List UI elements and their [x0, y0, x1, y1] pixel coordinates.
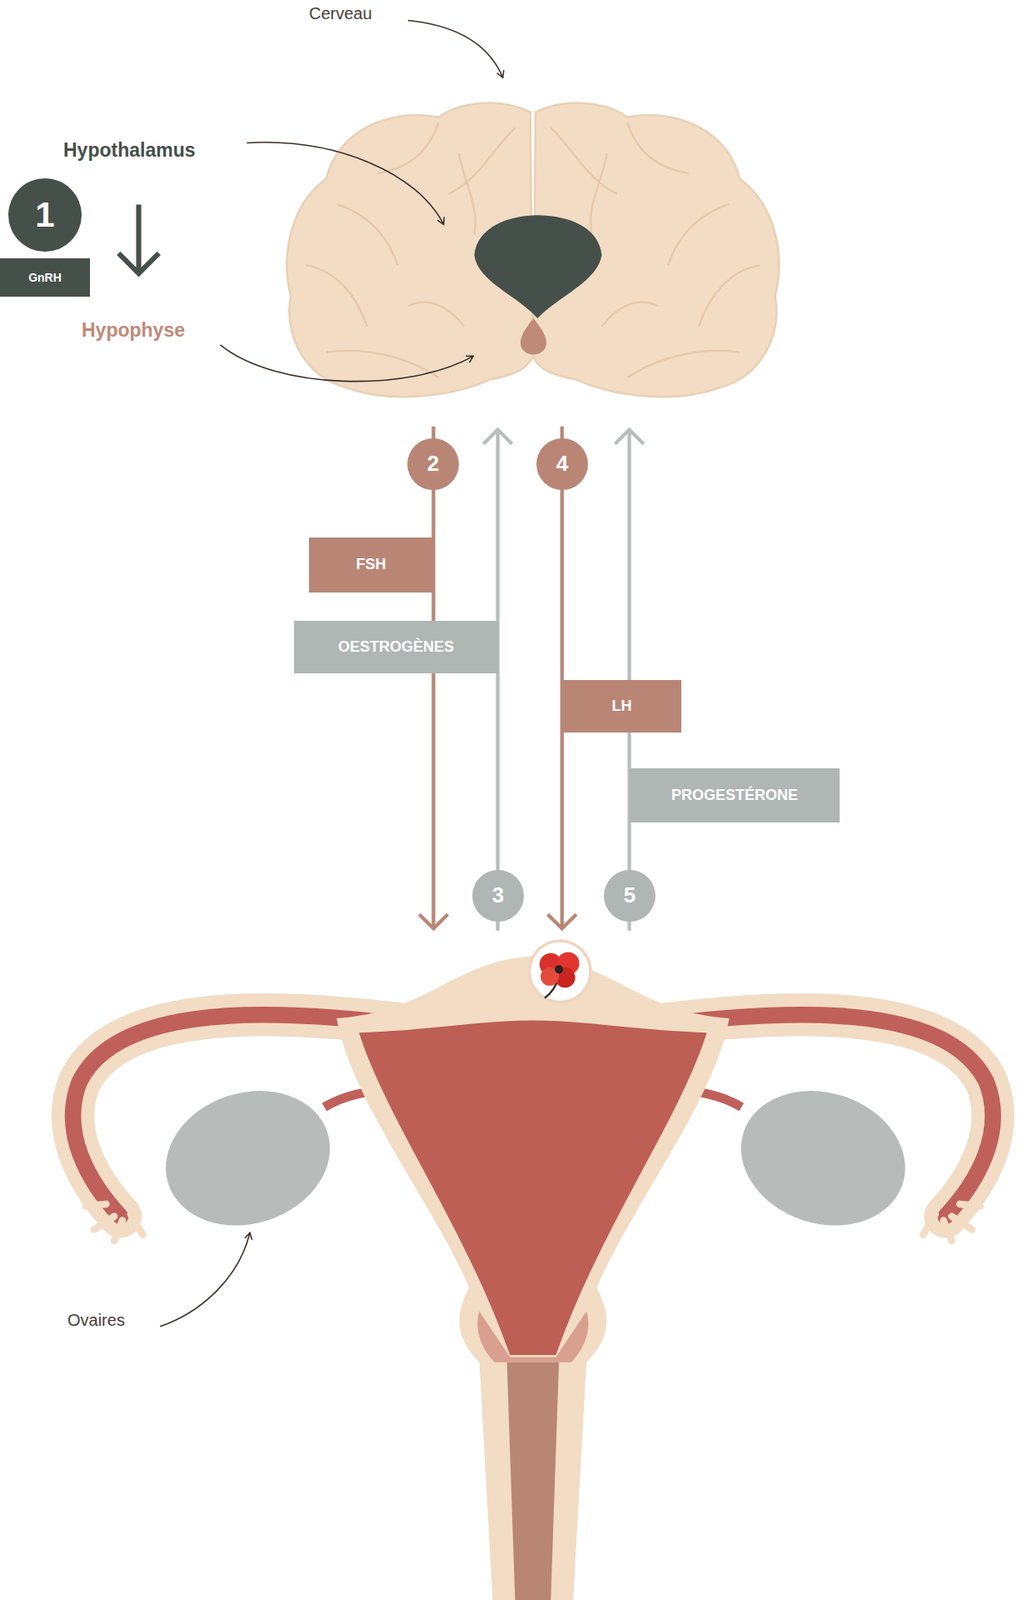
hormone-tag: PROGESTÉRONE: [629, 767, 840, 823]
hormone-tag: GnRH: [0, 258, 90, 297]
organ-label: Ovaires: [67, 1309, 125, 1330]
hormone-name: PROGESTÉRONE: [671, 786, 798, 805]
hormone-tag: LH: [562, 679, 682, 733]
callout-number: 3: [492, 882, 504, 908]
uterus: [73, 955, 993, 1600]
hormone-name: LH: [612, 697, 633, 716]
hormone-name: FSH: [356, 555, 387, 574]
step-number: 4: [536, 438, 589, 490]
hormone-tag: OESTROGÈNES: [294, 620, 499, 674]
callout-number: 4: [556, 450, 569, 477]
organ-label: Cerveau: [309, 3, 373, 24]
callout-number: 5: [623, 882, 636, 908]
organ-label: Hypothalamus: [63, 139, 195, 163]
hypothalamus-shape: [473, 214, 602, 319]
step-number: 3: [472, 869, 524, 922]
step-number: 5: [603, 869, 656, 922]
step-number: 1: [8, 178, 82, 252]
callout-number: 1: [34, 194, 55, 236]
hormone-tag: FSH: [309, 537, 434, 593]
poppy-icon: [529, 940, 591, 1002]
gnrh-arrow: [119, 207, 157, 275]
hormone-arrows: [418, 426, 644, 931]
hormone-name: OESTROGÈNES: [338, 638, 454, 657]
callout-number: 2: [427, 450, 439, 477]
hypophyse-shape: [520, 318, 547, 354]
hormone-name: GnRH: [28, 270, 62, 285]
brain: [286, 103, 779, 398]
organ-label: Hypophyse: [81, 319, 185, 343]
step-number: 2: [407, 438, 459, 490]
